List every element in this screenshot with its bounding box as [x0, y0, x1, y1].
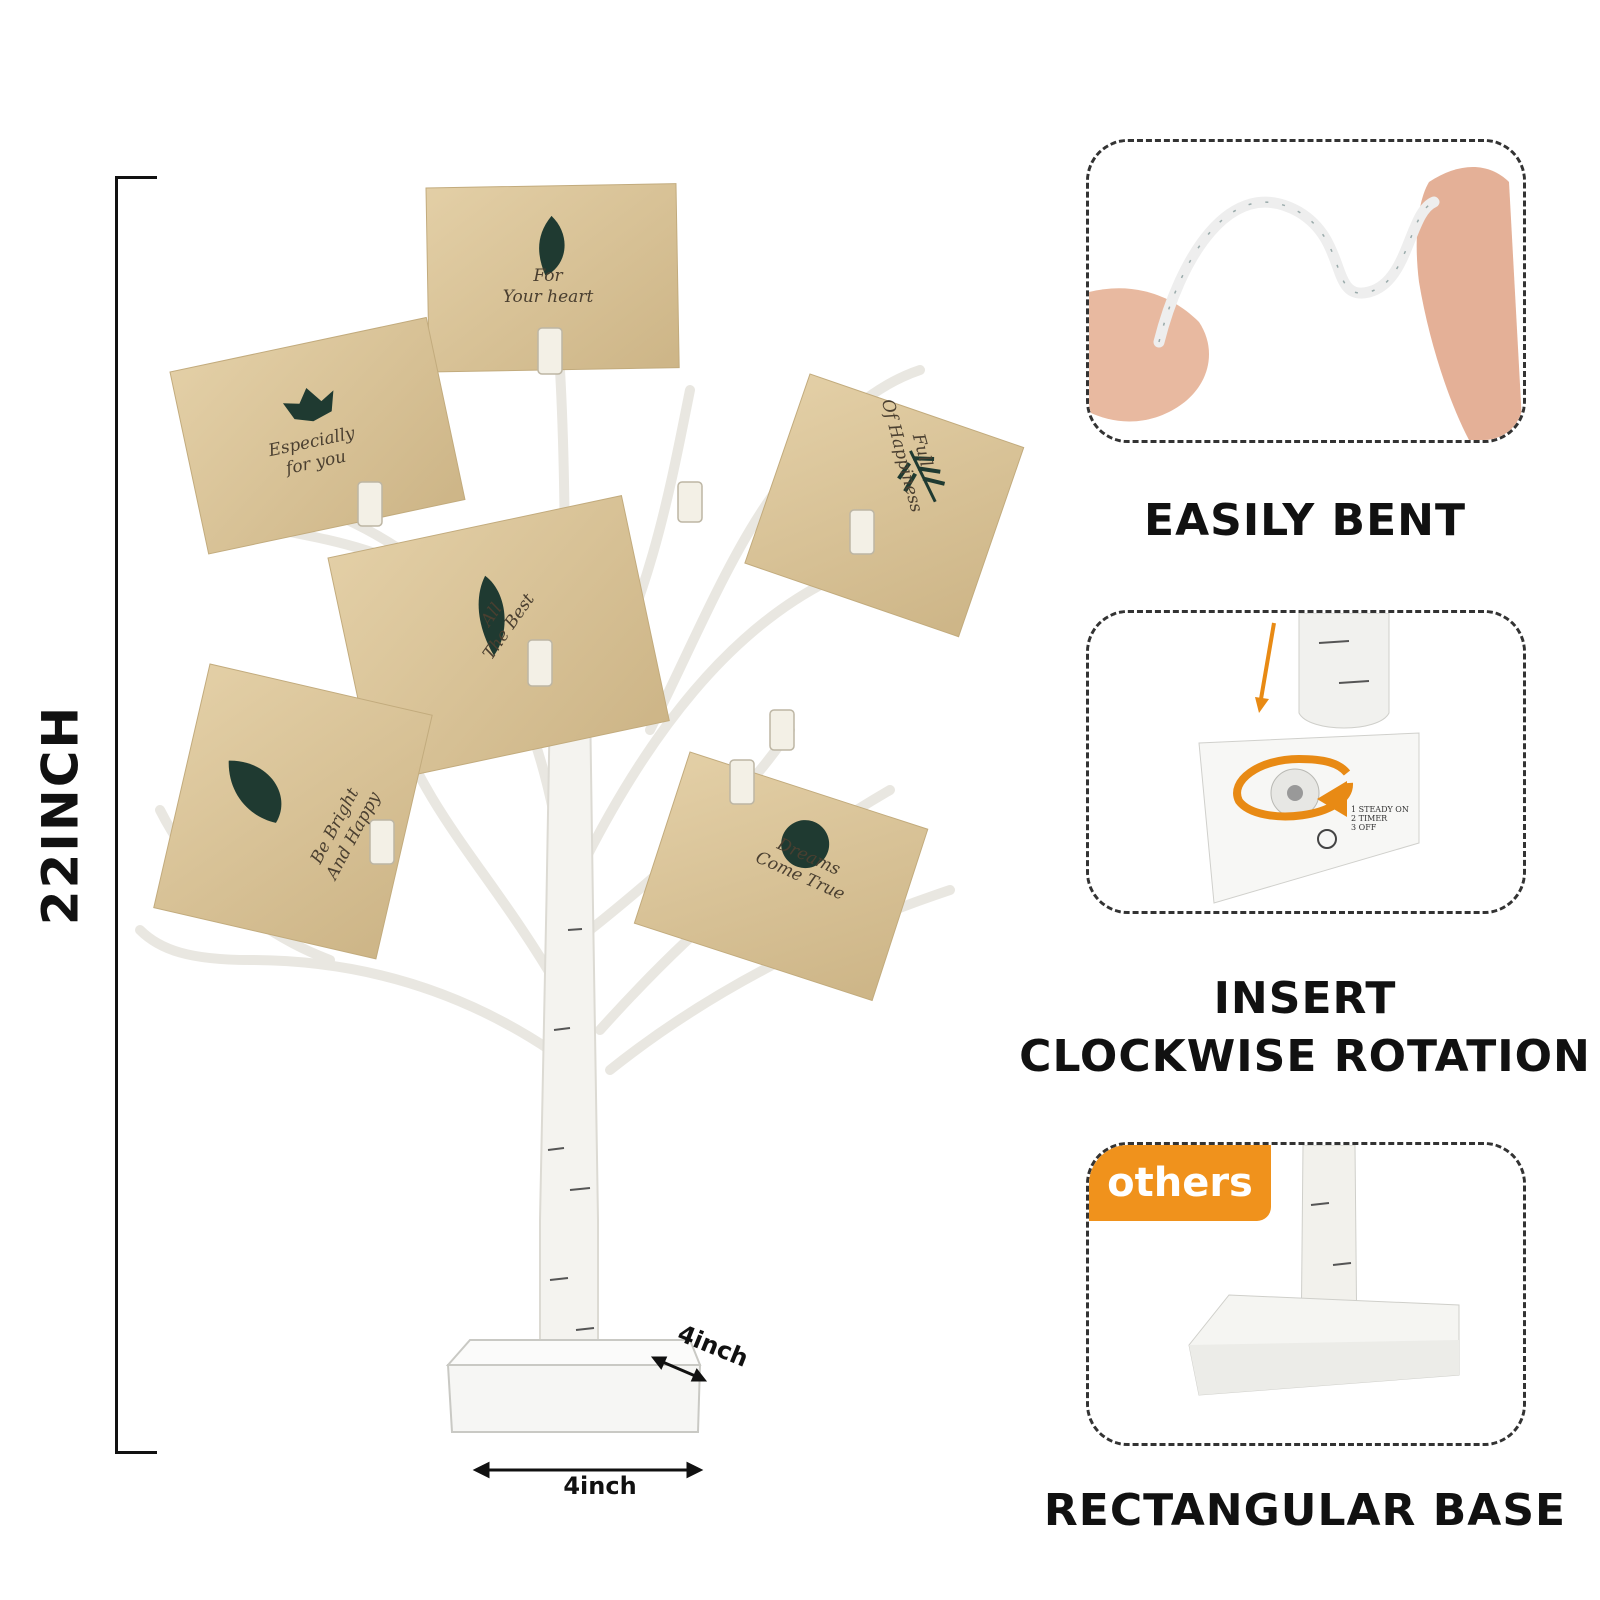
height-value: 22INCH: [31, 704, 90, 926]
leaf-icon: [478, 575, 505, 656]
rotation-arrow: [1233, 754, 1353, 821]
height-dimension-label: 22INCH: [30, 700, 90, 930]
birch-tree-photo: For Your heart Especially for you All Th…: [130, 170, 1030, 1520]
insert-caption: INSERT: [1213, 973, 1397, 1024]
others-tag: others: [1089, 1145, 1271, 1221]
monstera-leaf-icon: [781, 820, 830, 869]
switch-mode-label: 1 STEADY ON 2 TIMER 3 OFF: [1351, 805, 1409, 832]
base-width-label: 4inch: [563, 1472, 637, 1500]
insert-arrow: [1259, 622, 1276, 700]
card-5: [153, 663, 433, 960]
base: [446, 1364, 702, 1433]
clockwise-rotation-caption: CLOCKWISE ROTATION: [1019, 1031, 1591, 1082]
bendable-branch-panel: [1086, 139, 1526, 443]
easily-bent-caption: EASILY BENT: [1144, 495, 1466, 546]
bending-hands-image: [1089, 142, 1523, 440]
left-hand: [1089, 288, 1209, 422]
leaf-icon: [228, 760, 282, 823]
card-4: [744, 373, 1025, 638]
trunk-markings: [547, 928, 595, 1331]
photo-clips: [357, 327, 875, 865]
power-button-icon: [1317, 829, 1337, 849]
card-6: [633, 751, 929, 1002]
base-dimension-arrows: [472, 1356, 708, 1479]
leaf-icon: [539, 215, 565, 276]
card-2: [169, 316, 466, 555]
right-hand: [1416, 167, 1523, 440]
base-socket-image: [1089, 613, 1523, 911]
trunk: [539, 699, 599, 1371]
maple-leaf-icon: [282, 388, 334, 422]
card-1: [425, 183, 680, 373]
trunk-end: [1298, 613, 1390, 729]
tree-drawing: [135, 183, 1025, 1479]
rectangular-base-image: [1089, 1145, 1523, 1443]
height-dimension-bracket: [115, 176, 157, 1454]
card-1-text: For Your heart: [502, 266, 594, 308]
insert-rotation-panel: 1 STEADY ON 2 TIMER 3 OFF: [1086, 610, 1526, 914]
rectangular-base-panel: others: [1086, 1142, 1526, 1446]
rectangular-base-caption: RECTANGULAR BASE: [1043, 1485, 1567, 1536]
